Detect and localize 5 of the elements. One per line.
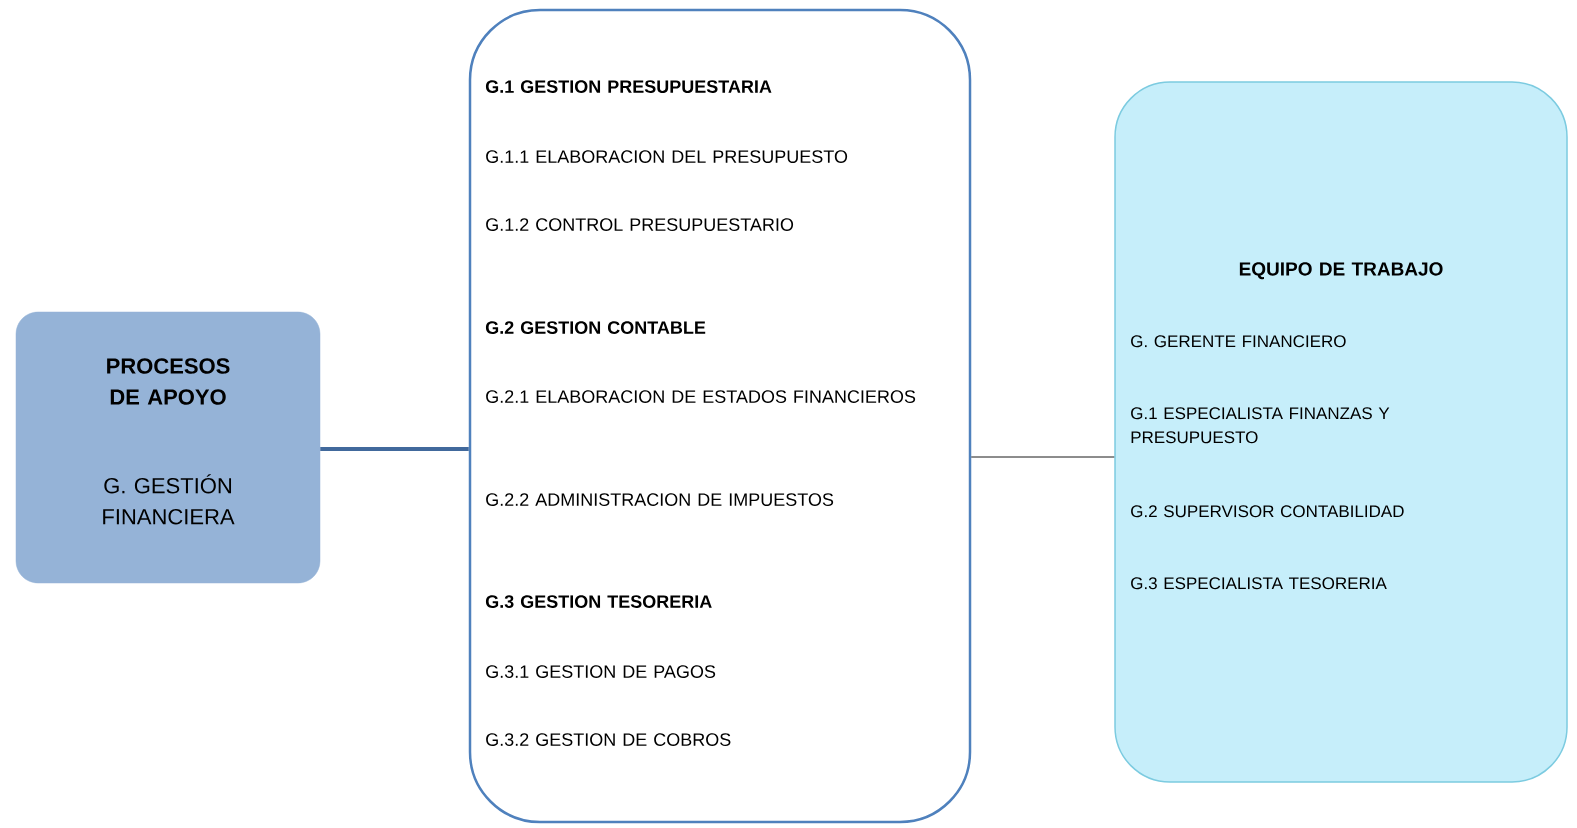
connector-line bbox=[320, 447, 469, 451]
team-box: EQUIPO DE TRABAJO G. GERENTE FINANCIERO G.1 ESPECIALISTA FINANZAS Y PRESUPUESTO G.2 SUPERVISOR CONTABILIDAD G.3 ESPECIALISTA TESORERIA bbox=[1114, 81, 1568, 783]
connector-line bbox=[970, 456, 1115, 458]
process-box: PROCESOS DE APOYO G. GESTIÓN FINANCIERA bbox=[15, 311, 321, 584]
process-list-box: G.1 GESTION PRESUPUESTARIA G.1.1 ELABORACION DEL PRESUPUESTO G.1.2 CONTROL PRESUPUESTARIO G.2 GESTION CONTABLE G.2.1 ELABORACION DE ESTADOS FINANCIEROS G.2.2 ADMINISTRACION DE IMPUESTOS G.3 GESTION TESORERIA G.3.1 GESTION DE PAGOS G.3.2 GESTION DE COBROS bbox=[468, 8, 972, 824]
